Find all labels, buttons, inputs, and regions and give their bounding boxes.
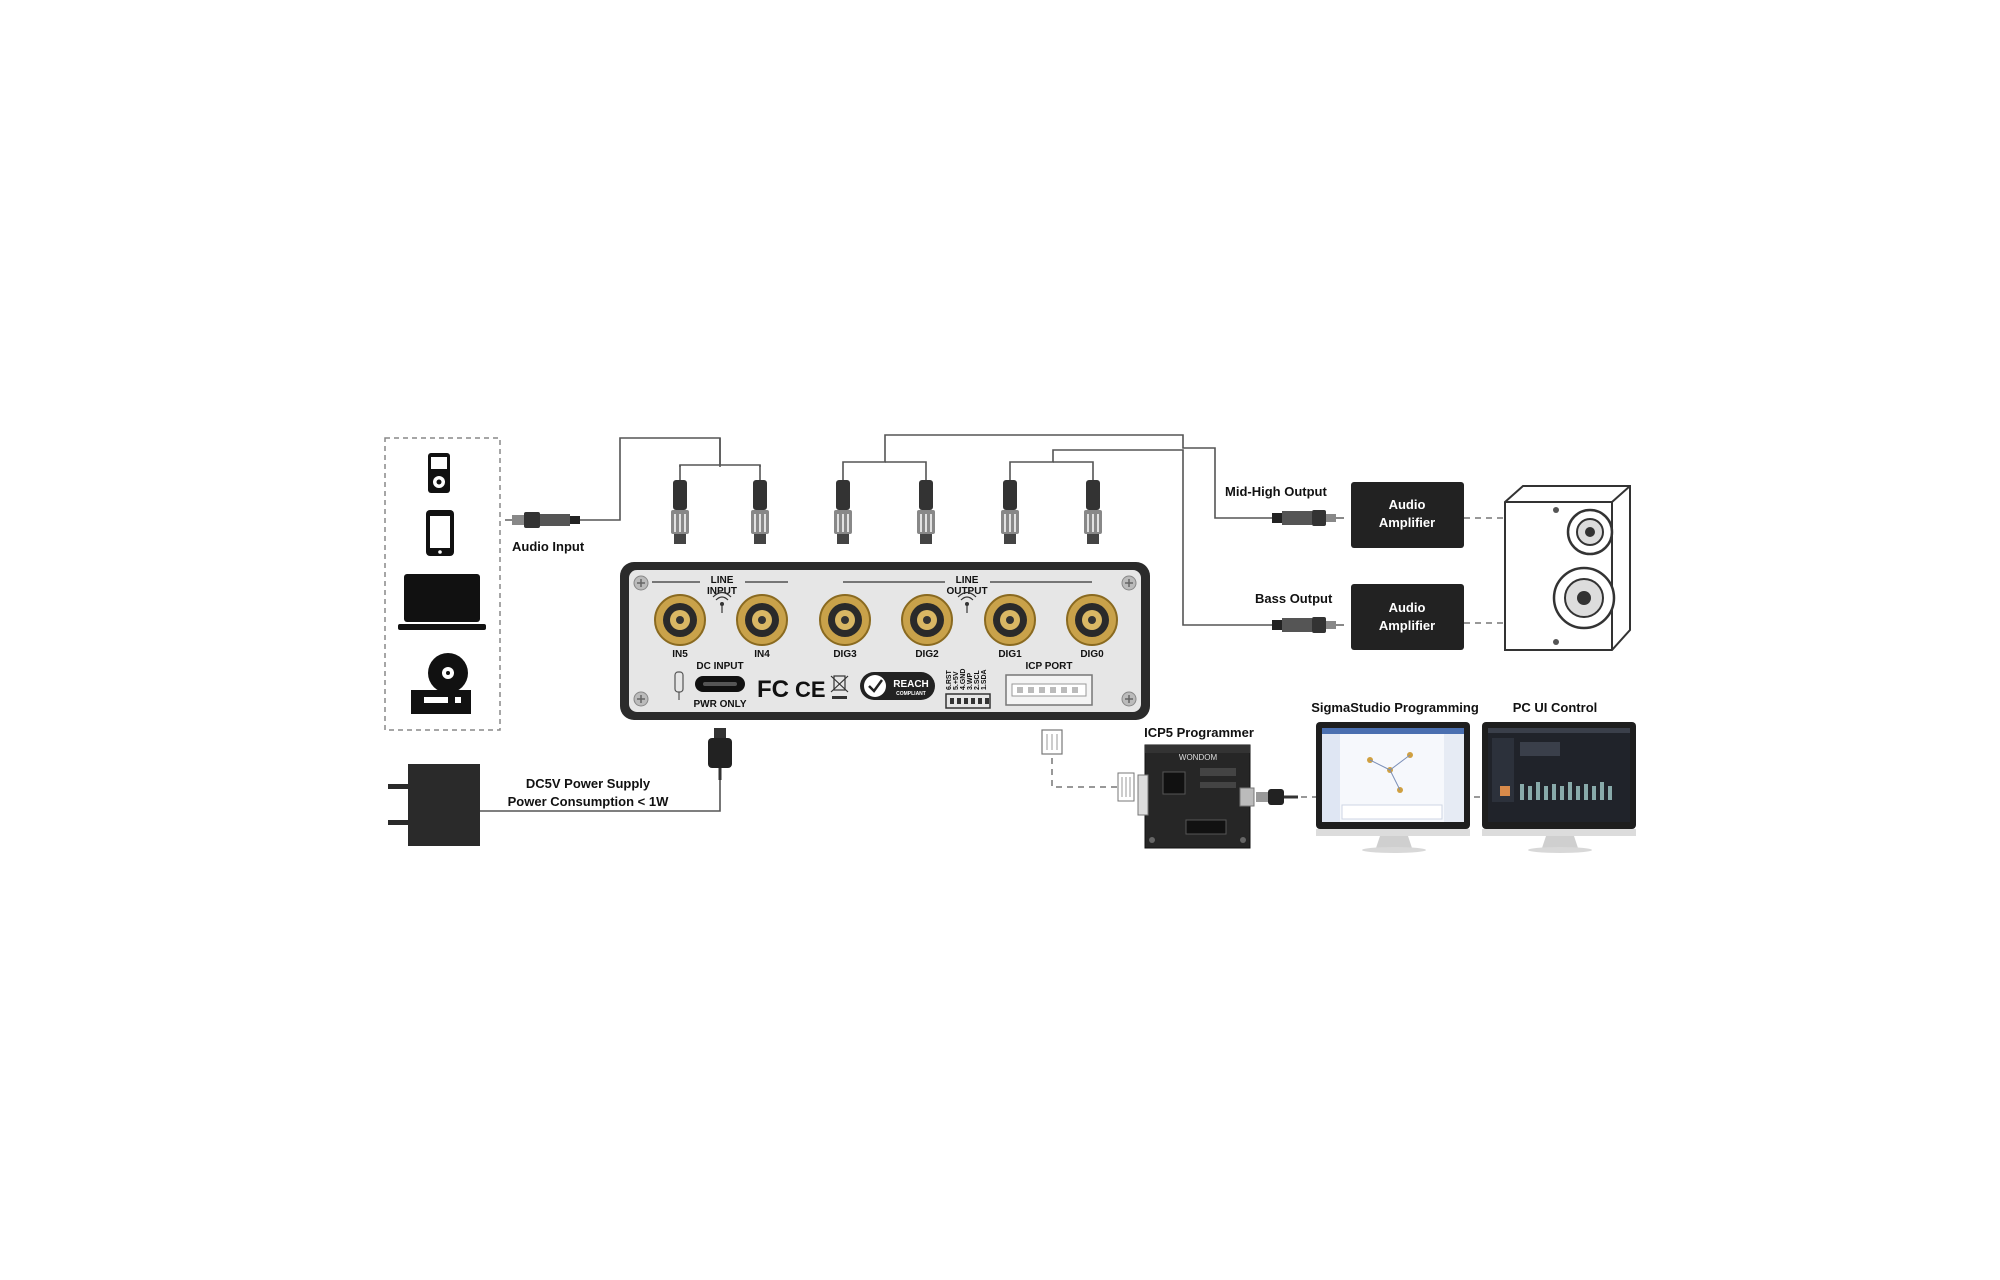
jack-label: DIG2: [915, 649, 939, 660]
mid-high-output-label: Mid-High Output: [1225, 484, 1327, 499]
audio-input-label: Audio Input: [512, 539, 585, 554]
usb-cable-plug-icon: [1256, 789, 1298, 805]
amp-1-label-line1: Audio: [1389, 497, 1426, 512]
pin-label: 3.WP: [967, 673, 974, 690]
rca-plug-icon: [1001, 480, 1019, 544]
wiring: [480, 434, 1505, 812]
ribbon-connector-icon: [1117, 772, 1135, 802]
mid-high-split-wire: [885, 461, 927, 480]
jack-label: DIG0: [1080, 649, 1104, 660]
rca-plugs: [671, 480, 1102, 544]
laptop-icon: [398, 574, 486, 630]
rca-jack-dig2[interactable]: [901, 594, 953, 646]
compliant-label: COMPLIANT: [896, 691, 926, 697]
bass-split-wire: [1053, 461, 1094, 480]
bass-output-cable: [1009, 449, 1272, 626]
screw-icon: [633, 575, 649, 591]
weee-bin-icon: [830, 675, 849, 699]
icp-port-link: [1051, 758, 1118, 788]
usb-c-plug-small-icon: [674, 671, 684, 700]
source-devices: [384, 437, 501, 731]
sigmastudio-label: SigmaStudio Programming: [1311, 700, 1479, 715]
jack-label: DIG3: [833, 649, 857, 660]
audio-input-cable: [580, 437, 721, 521]
line-output-label-2: OUTPUT: [946, 586, 987, 597]
dc-input-label: DC INPUT: [696, 661, 743, 672]
rca-jack-dig1[interactable]: [984, 594, 1036, 646]
audio-amplifier-1: Audio Amplifier: [1351, 482, 1464, 548]
rca-jack-in4[interactable]: [736, 594, 788, 646]
rca-jack-in5[interactable]: [654, 594, 706, 646]
mid-high-plug-icon: [1272, 510, 1344, 526]
line-output-label-1: LINE: [956, 575, 979, 586]
reach-compliant-badge: REACH COMPLIANT: [860, 672, 935, 700]
power-adapter-icon: [388, 764, 480, 846]
rca-jack-dig0[interactable]: [1066, 594, 1118, 646]
ipod-icon: [428, 453, 450, 493]
monitor-sigmastudio: [1316, 722, 1470, 853]
smartphone-icon: [426, 510, 454, 556]
pin-label: 2.SCL: [974, 669, 981, 690]
pin-label: 6.RST: [946, 669, 953, 690]
pin-label: 1.SDA: [981, 669, 988, 690]
icp-pin-labels: 6.RST 5.+5V 4.GND 3.WP 2.SCL 1.SDA: [946, 669, 988, 690]
usb-c-cable-plug-icon: [708, 728, 732, 780]
mid-high-output-cable: [842, 434, 1272, 519]
pin-label: 5.+5V: [953, 671, 960, 690]
monitor-pc-ui: [1482, 722, 1636, 853]
rca-plug-icon: [917, 480, 935, 544]
rca-plug-icon: [751, 480, 769, 544]
cd-player-icon: [411, 653, 471, 714]
amp-2-label-line1: Audio: [1389, 600, 1426, 615]
bass-output-label: Bass Output: [1255, 591, 1333, 606]
pin-header-icon: [945, 693, 991, 709]
audio-input-plug-icon: [505, 512, 580, 528]
audio-amplifier-2: Audio Amplifier: [1351, 584, 1464, 650]
screw-icon: [633, 691, 649, 707]
power-supply-label: DC5V Power Supply: [526, 776, 651, 791]
amp-2-label-line2: Amplifier: [1379, 618, 1435, 633]
jack-label: IN5: [672, 649, 688, 660]
amp-1-label-line2: Amplifier: [1379, 515, 1435, 530]
line-input-label-1: LINE: [711, 575, 734, 586]
pwr-only-label: PWR ONLY: [694, 699, 747, 710]
icp5-programmer-board: WONDOM: [1137, 744, 1255, 849]
rca-jack-dig3[interactable]: [819, 594, 871, 646]
icp-port-connector[interactable]: [1005, 674, 1093, 706]
power-consumption-label: Power Consumption < 1W: [508, 794, 669, 809]
fc-logo: FC: [757, 676, 789, 703]
ce-logo: CE: [795, 677, 826, 702]
board-logo: WONDOM: [1179, 753, 1218, 762]
rca-plug-icon: [834, 480, 852, 544]
power-supply-cable: [480, 768, 721, 812]
rca-plug-icon: [671, 480, 689, 544]
audio-wave-icon: [957, 591, 977, 613]
pin-label: 4.GND: [960, 669, 967, 690]
audio-wave-icon: [712, 591, 732, 613]
icp-port-label: ICP PORT: [1025, 661, 1072, 672]
pc-ui-label: PC UI Control: [1513, 700, 1598, 715]
screw-icon: [1121, 575, 1137, 591]
icp5-label: ICP5 Programmer: [1144, 725, 1254, 740]
bass-plug-icon: [1272, 617, 1344, 633]
dsp-device-panel: LINE INPUT LINE OUTPUT: [620, 562, 1150, 720]
speaker-icon: [1504, 485, 1631, 651]
line-input-label-2: INPUT: [707, 586, 737, 597]
source-devices-frame: [384, 437, 501, 731]
reach-label: REACH: [893, 679, 929, 690]
rca-plug-icon: [1084, 480, 1102, 544]
icp-cable-connector-icon: [1041, 729, 1063, 755]
jack-label: DIG1: [998, 649, 1022, 660]
screw-icon: [1121, 691, 1137, 707]
jack-label: IN4: [754, 649, 770, 660]
